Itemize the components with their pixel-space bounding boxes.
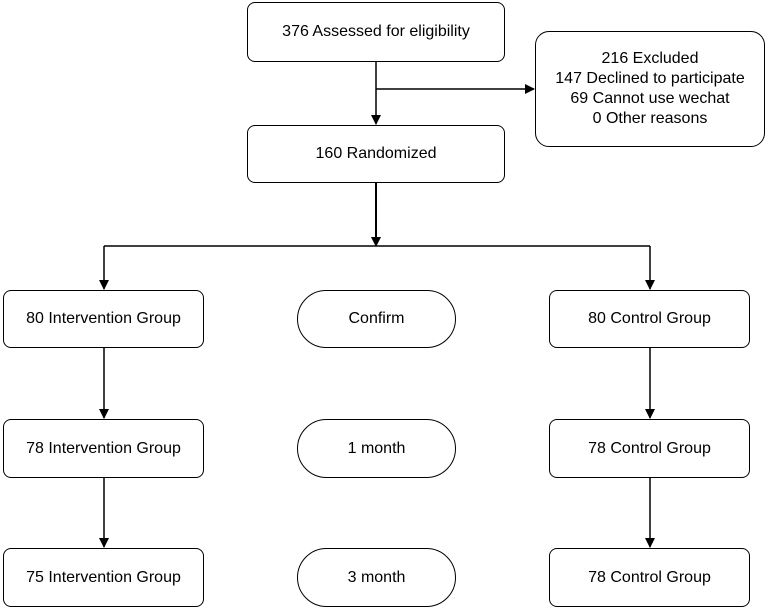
timepoint-3-month: 3 month xyxy=(297,548,456,607)
timepoint-confirm: Confirm xyxy=(297,290,456,348)
excluded-reason: 147 Declined to participate xyxy=(555,70,745,87)
intervention-box-3: 75 Intervention Group xyxy=(3,548,204,607)
excluded-reason: 69 Cannot use wechat xyxy=(570,90,730,107)
control-box-3: 78 Control Group xyxy=(549,548,750,607)
control-box-1: 80 Control Group xyxy=(549,290,750,348)
excluded-title: 216 Excluded xyxy=(601,50,699,67)
excluded-reason: 0 Other reasons xyxy=(592,110,708,127)
control-box-2: 78 Control Group xyxy=(549,419,750,478)
randomized-box: 160 Randomized xyxy=(247,125,505,183)
intervention-box-2: 78 Intervention Group xyxy=(3,419,204,478)
timepoint-1-month: 1 month xyxy=(297,419,456,478)
excluded-box: 216 Excluded 147 Declined to participate… xyxy=(535,31,765,147)
intervention-box-1: 80 Intervention Group xyxy=(3,290,204,348)
assessed-box: 376 Assessed for eligibility xyxy=(247,2,505,62)
